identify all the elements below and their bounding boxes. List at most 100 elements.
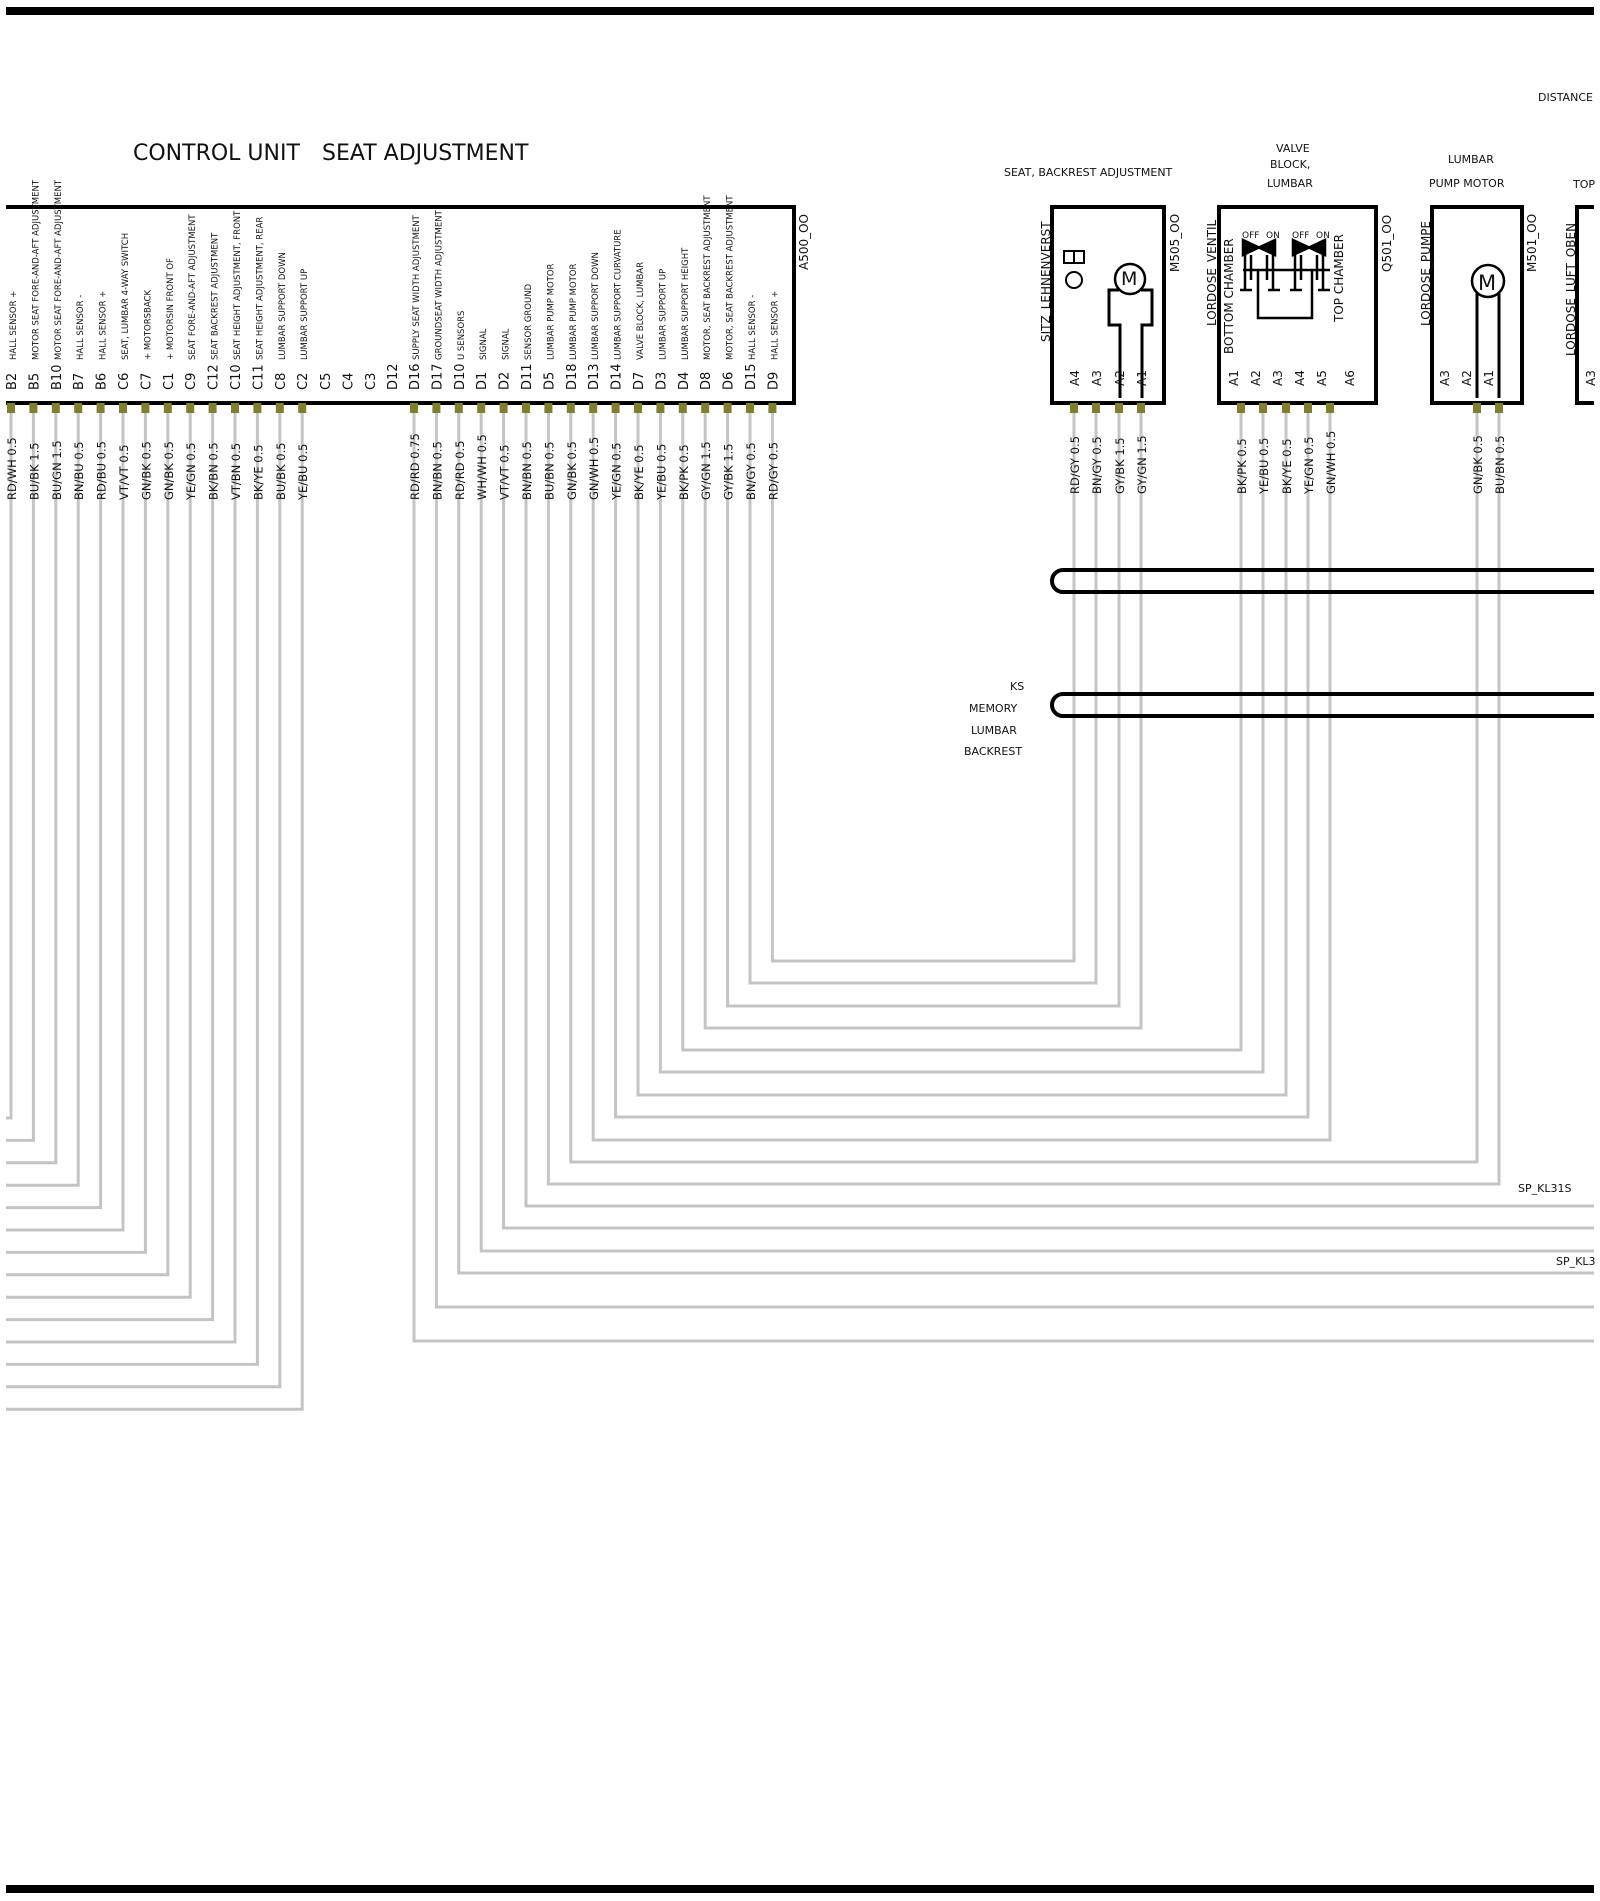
wire-route-b7 [6,413,80,1187]
seat-adjustment-title: SEAT ADJUSTMENT [322,141,529,166]
pin-pad-d1 [477,403,486,413]
wire-label-c11: BK/YE 0.5 [251,444,265,500]
backrest-pin-a2: A2 [1113,370,1127,386]
pin-b6: B6 [95,373,110,390]
pump-wire-label-0: GN/BK 0.5 [1471,435,1485,494]
pin-c9: C9 [184,373,199,390]
pin-pad-d17 [432,403,441,413]
partial-component: LORDOSE_LUFT_OBEN A3 [1564,205,1598,405]
backrest-wire-label-1: BN/GY 0.5 [1090,436,1104,494]
pin-pad-b2 [7,403,15,413]
pin-b2: B2 [5,373,20,390]
valve-pin-a3: A3 [1271,370,1285,386]
wire-label-c12: BK/BN 0.5 [207,442,221,500]
valve-top-chamber-label: TOP CHAMBER [1332,234,1346,323]
pin-d5: D5 [542,372,557,390]
wire-label-c6: VT/VT 0.5 [117,444,131,500]
backrest-inner-label: SITZ_LEHNENVERST [1039,221,1053,342]
pin-d1: D1 [475,372,490,390]
valve-state-off-2: OFF [1292,231,1309,241]
backrest-pin-a3: A3 [1090,370,1104,386]
valve-wire-label-4: GN/WH 0.5 [1324,431,1338,494]
wire-label-c9: YE/GN 0.5 [184,442,198,501]
control-unit-pins: B2 HALL SENSOR + RD/WH 0.5 B5 MOTOR SEAT FOR… [5,179,781,501]
wire-route-d5 [546,413,1501,1186]
pin-pad-d4 [678,403,687,413]
valve-wire-label-0: BK/PK 0.5 [1235,438,1249,494]
pin-pad-c6 [119,403,127,413]
pin-function-d10: U SENSORS [457,311,467,360]
wire-route-d18 [569,413,1479,1164]
pin-function-d14: LUMBAR SUPPORT CURVATURE [614,229,624,360]
pin-b7: B7 [72,373,87,390]
pin-pad-c10 [231,403,239,413]
pin-b5: B5 [27,373,42,390]
partial-inner-label: LORDOSE_LUFT_OBEN [1564,223,1578,356]
pin-function-d16: SUPPLY SEAT WIDTH ADJUSTMENT [412,214,422,360]
pin-d15: D15 [744,363,759,390]
pin-d8: D8 [699,372,714,390]
control-unit-id: A500_OO [797,214,811,270]
pin-pad-d18 [566,403,575,413]
pin-pad-d2 [499,403,508,413]
distance-label: DISTANCE [1538,91,1593,104]
pin-d17: D17 [430,363,445,390]
pin-d10: D10 [453,363,468,390]
backrest-motor-icon [1113,262,1147,296]
pin-pad-d11 [522,403,530,413]
pin-function-b2: HALL SENSOR + [9,291,19,360]
pin-pad-d10 [454,403,463,413]
pump-id: M501_OO [1525,214,1539,272]
wire-route-d17 [434,413,1594,1309]
pin-pad-b5 [29,403,38,413]
pin-pad-d15 [746,403,754,413]
pin-d11: D11 [520,363,535,390]
pin-function-d5: LUMBAR PUMP MOTOR [546,263,556,360]
pin-pad-d6 [723,403,732,413]
wire-route-d11 [524,413,1594,1208]
wire-route-c7 [6,413,147,1254]
pin-pad-b10 [51,403,60,413]
valve-pin-a5: A5 [1315,370,1329,386]
valve-pin-pad-0 [1237,403,1245,413]
wire-route-b10 [6,413,58,1165]
backrest-wire-label-2: GY/BK 1.5 [1113,437,1127,494]
backrest-pin-pad-3 [1137,403,1145,413]
wire-route-c1 [6,413,170,1277]
valve-caption-line1: VALVE [1276,142,1310,155]
hose-upper [1050,568,1594,594]
wire-label-d8: GY/GN 1.5 [699,441,713,500]
pump-motor-component: LUMBAR PUMP MOTOR LORDOSE_PUMPE M501_OO … [1419,153,1539,494]
pin-c3: C3 [364,373,379,390]
pin-function-c11: SEAT HEIGHT ADJUSTMENT, REAR [255,217,265,360]
pin-function-c2: LUMBAR SUPPORT UP [300,269,310,360]
valve-box [1217,205,1378,405]
wire-route-c2 [6,413,304,1411]
valve-block-component: VALVE BLOCK, LUMBAR LORDOSE_VENTIL BOTTO… [1205,142,1394,495]
valve-caption-line2: BLOCK, [1270,158,1310,171]
note-memory: MEMORY [969,702,1018,715]
backrest-pin-pad-0 [1070,403,1078,413]
pin-function-d6: MOTOR, SEAT BACKREST ADJUSTMENT [726,195,736,360]
backrest-hall-sensor-circle-icon [1065,271,1083,289]
note-ks: KS [1010,680,1024,693]
wire-label-b6: RD/BU 0.5 [95,441,109,500]
wire-label-d11: BN/BN 0.5 [520,441,534,500]
wire-label-d9: RD/GY 0.5 [766,442,780,500]
wire-route-d15 [748,413,1098,985]
wire-label-b2: RD/WH 0.5 [5,437,19,500]
valve-caption-line3: LUMBAR [1267,177,1313,190]
pin-c1: C1 [162,373,177,390]
pin-c12: C12 [207,364,222,390]
wire-label-c1: GN/BK 0.5 [162,441,176,500]
pin-pad-d16 [410,403,418,413]
wire-route-d2 [502,413,1594,1230]
pump-pin-pad-0 [1473,403,1481,413]
valve-wire-label-2: BK/YE 0.5 [1280,438,1294,494]
wire-label-d18: GN/BK 0.5 [565,441,579,500]
backrest-wire-label-3: GY/GN 1.5 [1135,435,1149,494]
pin-function-b5: MOTOR SEAT FORE-AND-AFT ADJUSTMENT [31,179,41,360]
wire-route-c6 [6,413,125,1232]
